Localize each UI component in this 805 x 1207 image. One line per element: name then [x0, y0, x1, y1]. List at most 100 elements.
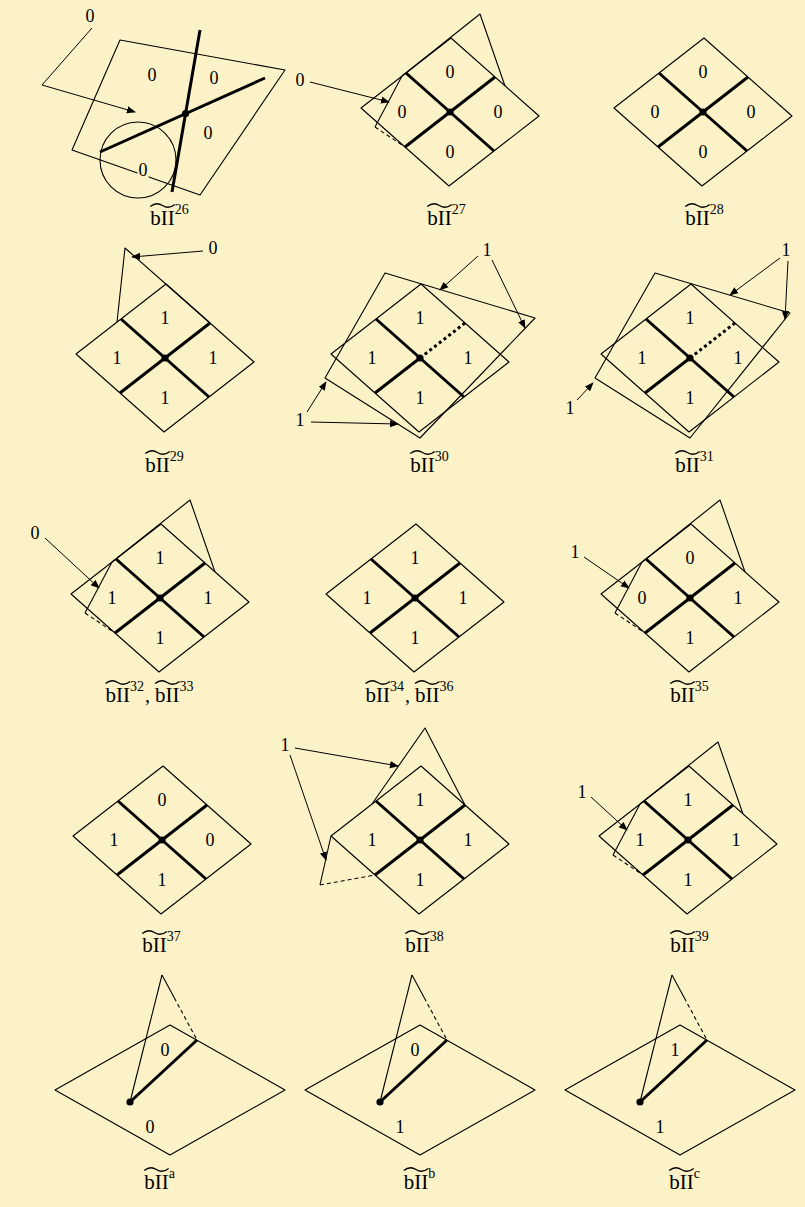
- caption-symbol: bII: [685, 208, 710, 229]
- singular-curve: [450, 77, 495, 112]
- region-number: 0: [160, 1041, 171, 1059]
- singular-curve: [420, 323, 465, 358]
- callout-number: 1: [781, 241, 792, 259]
- caption-symbol: bII: [142, 935, 167, 956]
- fold-sheet: [320, 836, 331, 885]
- leader-line: [584, 557, 629, 588]
- region-number: 1: [203, 589, 214, 607]
- fold-sheet: [402, 14, 505, 86]
- callout-number: 0: [30, 524, 41, 542]
- caption-symbol: bII: [670, 685, 695, 706]
- region-number: 1: [415, 389, 426, 407]
- singular-curve: [375, 358, 420, 393]
- singular-point: [416, 354, 423, 361]
- singular-curve: [118, 801, 162, 840]
- leader-line: [290, 755, 326, 860]
- caption-index: 28: [710, 203, 724, 217]
- sheet: [331, 284, 509, 432]
- caption-index: 29: [170, 450, 184, 464]
- fold-sheet: [85, 613, 115, 633]
- callout-number: 1: [482, 241, 493, 259]
- caption-symbol: bII: [669, 1172, 694, 1193]
- fin-sheet: [174, 998, 197, 1040]
- region-number: 0: [209, 69, 220, 87]
- singular-curve: [420, 840, 464, 879]
- caption-symbol: bII: [366, 685, 391, 706]
- singular-curve: [406, 73, 450, 112]
- region-number: 1: [655, 1118, 666, 1136]
- singular-curve: [703, 77, 748, 112]
- callout-number: 1: [280, 736, 291, 754]
- region-number: 0: [685, 549, 696, 567]
- singular-curve: [375, 840, 420, 875]
- region-number: 1: [685, 389, 696, 407]
- fin-sheet: [672, 975, 684, 998]
- callout-number: 0: [295, 71, 306, 89]
- region-number: 1: [670, 1041, 681, 1059]
- singular-curve: [370, 598, 415, 633]
- region-number: 1: [155, 629, 166, 647]
- sheet: [326, 524, 504, 672]
- region-number: 0: [493, 103, 504, 121]
- caption-index: 34: [390, 680, 404, 694]
- leader-line: [785, 261, 788, 319]
- region-number: 1: [112, 349, 123, 367]
- sheet: [599, 766, 777, 914]
- sheet: [614, 38, 792, 186]
- singular-curve: [162, 805, 207, 840]
- singular-point: [684, 836, 691, 843]
- sheet: [601, 524, 779, 672]
- singular-curve: [688, 840, 732, 879]
- caption-index: 30: [435, 450, 449, 464]
- singular-curve: [115, 598, 160, 633]
- caption-index: 39: [695, 930, 709, 944]
- callout-number: 1: [565, 399, 576, 417]
- singular-curve: [160, 563, 205, 598]
- singular-curve: [160, 598, 204, 637]
- singular-curve: [172, 30, 200, 192]
- region-number: 1: [362, 589, 373, 607]
- region-number: 1: [410, 549, 421, 567]
- singular-curve: [405, 112, 450, 147]
- callout-number: 1: [577, 783, 588, 801]
- caption-index: 32: [130, 680, 144, 694]
- leader-line: [132, 251, 203, 257]
- singular-curve: [659, 73, 703, 112]
- leader-line: [492, 260, 525, 328]
- sheet: [72, 40, 285, 195]
- region-number: 0: [698, 63, 709, 81]
- second-sheet: [325, 273, 535, 438]
- leader-line: [730, 258, 780, 295]
- singular-point: [416, 836, 423, 843]
- singular-curve: [640, 1040, 707, 1102]
- region-number: 0: [147, 66, 158, 84]
- singular-curve: [162, 840, 206, 879]
- region-number: 1: [458, 589, 469, 607]
- region-number: 1: [683, 791, 694, 809]
- region-number: 1: [731, 831, 742, 849]
- region-number: 1: [463, 349, 474, 367]
- singular-curve: [688, 805, 733, 840]
- caption-symbol: bII: [675, 455, 700, 476]
- region-number: 0: [205, 831, 216, 849]
- sheet: [601, 284, 779, 432]
- leader-line: [577, 383, 593, 400]
- sheet: [76, 284, 254, 432]
- singular-curve: [645, 358, 690, 393]
- singular-point: [182, 110, 189, 117]
- region-number: 1: [733, 349, 744, 367]
- singular-curve: [690, 563, 735, 598]
- caption-index: 38: [430, 930, 444, 944]
- region-number: 1: [683, 871, 694, 889]
- singular-curve: [415, 563, 460, 598]
- singular-curve: [130, 1040, 197, 1102]
- region-number: 1: [685, 309, 696, 327]
- fin-sheet: [162, 975, 174, 998]
- caption-index: 31: [700, 450, 714, 464]
- region-number: 1: [395, 1118, 406, 1136]
- singular-curve: [646, 559, 690, 598]
- singular-curve: [643, 840, 688, 875]
- sheet: [331, 766, 509, 914]
- singular-point: [156, 594, 163, 601]
